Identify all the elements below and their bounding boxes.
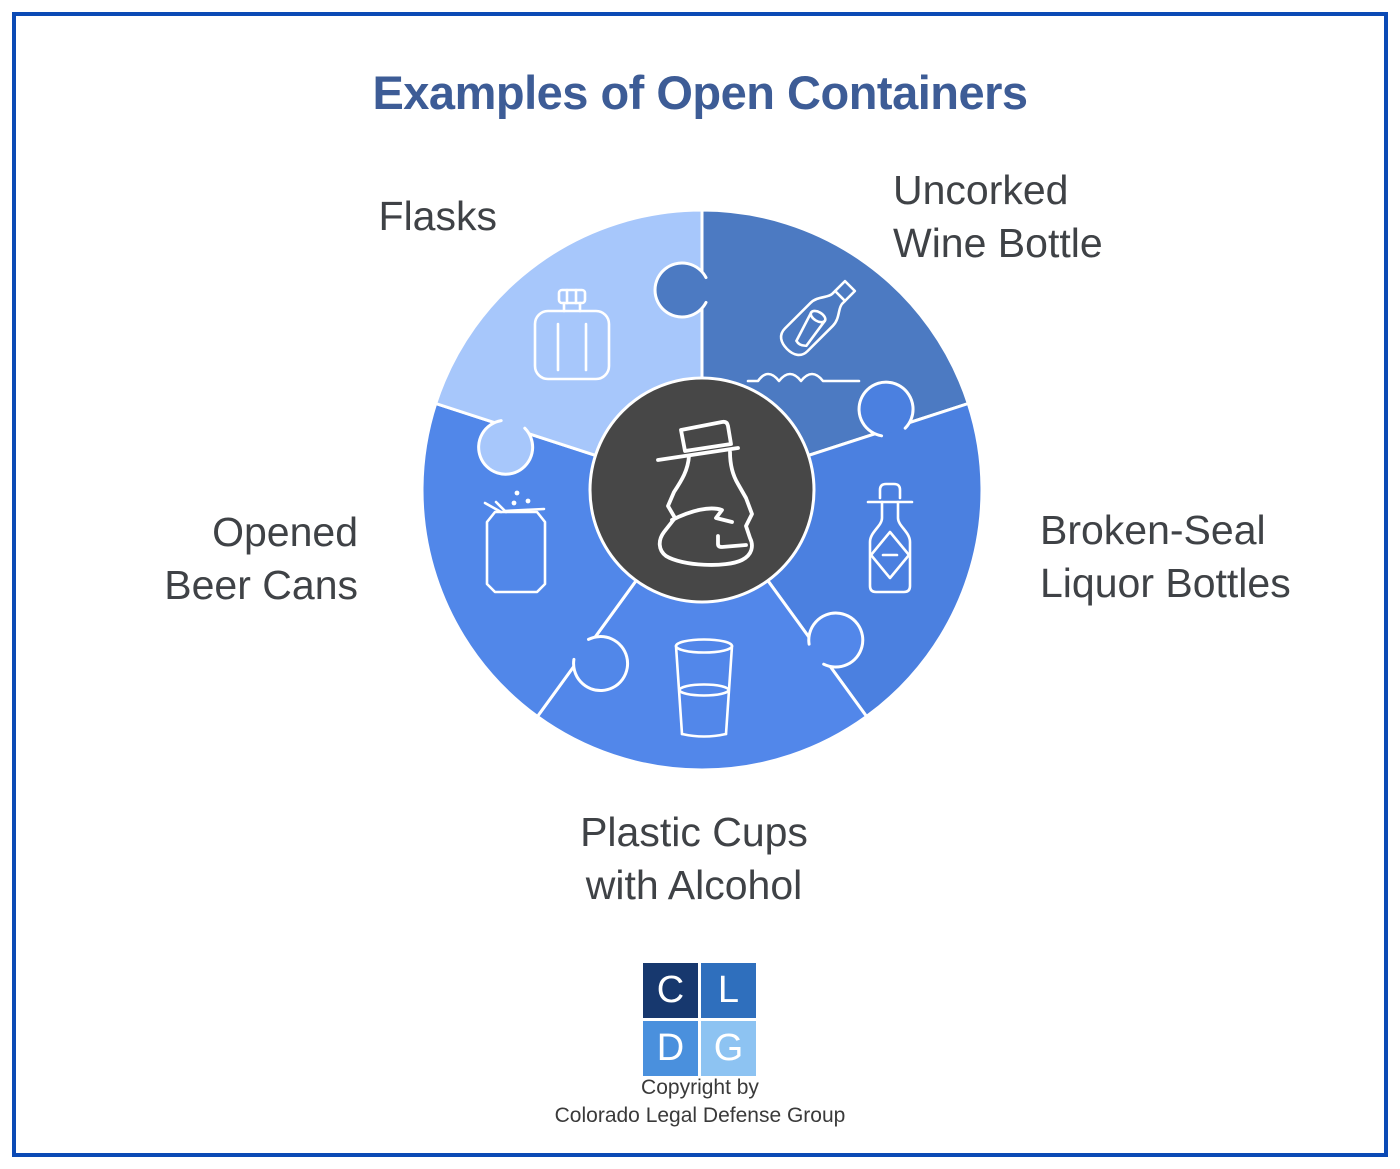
page-title: Examples of Open Containers [372, 66, 1028, 120]
puzzle-wheel-diagram [420, 208, 984, 772]
beer-can-icon [483, 490, 547, 594]
label-flasks: Flasks [378, 193, 497, 239]
cldg-logo: C L D G [643, 963, 756, 1076]
puzzle-knob-wine [653, 261, 708, 319]
puzzle-knob-beer-cans [572, 635, 630, 693]
plastic-cup-icon [674, 638, 734, 738]
center-circle [588, 376, 816, 604]
logo-square-l: L [701, 963, 756, 1018]
floating-wine-bottle-icon [746, 279, 861, 383]
copyright-owner: Colorado Legal Defense Group [554, 1104, 846, 1127]
logo-square-d: D [643, 1021, 698, 1076]
label-opened-beer-cans: Opened Beer Cans [164, 509, 358, 609]
broken-seal-bottle-icon [866, 482, 914, 594]
segment-plastic-cups-with-alcohol [535, 488, 869, 772]
copyright-line: Copyright by [641, 1076, 759, 1099]
logo-square-g: G [701, 1021, 756, 1076]
label-broken-seal-liquor-bottles: Broken-Seal Liquor Bottles [1040, 507, 1291, 607]
puzzle-knob-broken-seal [857, 380, 915, 438]
label-plastic-cups-with-alcohol: Plastic Cups with Alcohol [580, 809, 808, 909]
logo-square-c: C [643, 963, 698, 1018]
label-uncorked-wine-bottle: Uncorked Wine Bottle [893, 167, 1103, 267]
puzzle-knob-flasks [477, 419, 535, 476]
bagged-bottle-icon [656, 419, 754, 567]
puzzle-knob-plastic-cups [807, 611, 865, 669]
flask-icon [533, 288, 611, 381]
